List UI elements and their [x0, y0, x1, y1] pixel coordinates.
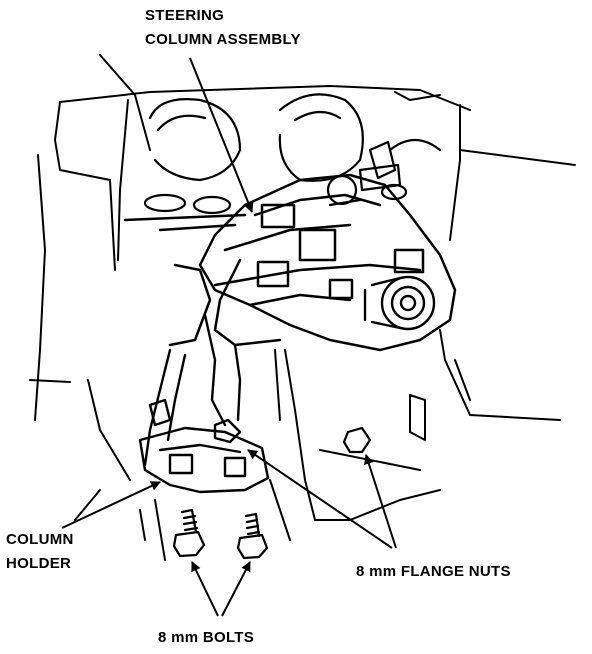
label-steering-column-line2: COLUMN ASSEMBLY [145, 31, 301, 48]
flange-nut-leader-left [247, 449, 393, 549]
instrument-gauge-openings [143, 93, 442, 215]
label-column-holder-line1: COLUMN [6, 531, 74, 548]
label-column-holder-line2: HOLDER [6, 555, 72, 572]
floor-panel-lines [74, 329, 561, 561]
steering-assembly-leader [189, 57, 254, 213]
motor-housing [363, 275, 436, 331]
dashboard-outline [29, 54, 576, 421]
bolt-icon [236, 512, 269, 560]
column-holder-leader [61, 481, 161, 529]
steering-column-body [123, 173, 457, 352]
bolt-icon [172, 508, 206, 558]
label-bolts: 8 mm BOLTS [158, 629, 255, 646]
bolt-leader-right [221, 561, 251, 617]
leader-arrows [61, 57, 397, 617]
lower-column-bracket [138, 313, 270, 494]
label-flange-nuts: 8 mm FLANGE NUTS [356, 563, 511, 580]
steering-shaft-end [326, 140, 402, 207]
label-steering-column-line1: STEERING [145, 7, 225, 24]
bolt-leader-left [191, 561, 219, 617]
flange-nut-icon [342, 426, 372, 454]
flange-nut-leader-right [364, 454, 397, 549]
